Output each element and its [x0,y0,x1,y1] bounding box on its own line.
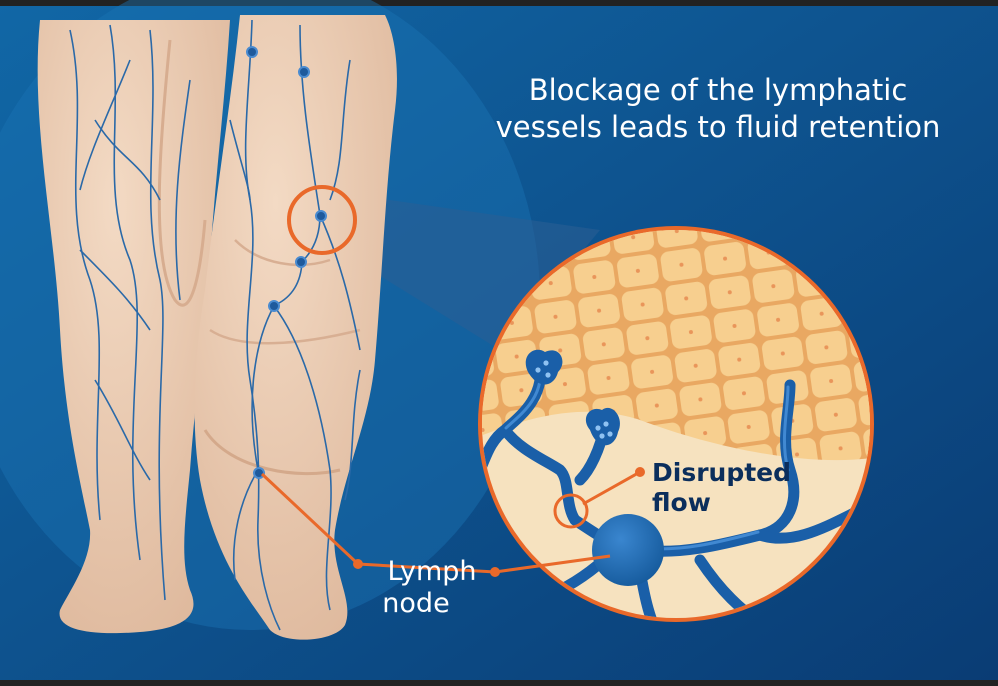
normal-leg [37,20,231,634]
disrupted-flow-leader [582,470,641,506]
swollen-leg [194,15,397,640]
disrupted-flow-label-line-2: flow [652,488,711,517]
top-border [0,0,998,6]
disrupted-flow-dot [635,467,645,477]
zoom-indicator-circle [287,185,357,255]
lymph-node-dot-left [353,559,363,569]
lymph-node-label-line-2: node [382,588,449,619]
lymph-node-label-line-1: Lymph [387,556,476,587]
lymph-node-dot-right [490,567,500,577]
disrupted-flow-marker [553,493,589,529]
headline-line-2: vessels leads to fluid retention [496,110,941,144]
lymph-node-leader [260,472,611,574]
disrupted-flow-label-line-1: Disrupted [652,458,791,487]
headline-line-1: Blockage of the lymphatic [529,73,908,107]
bottom-border [0,680,998,686]
